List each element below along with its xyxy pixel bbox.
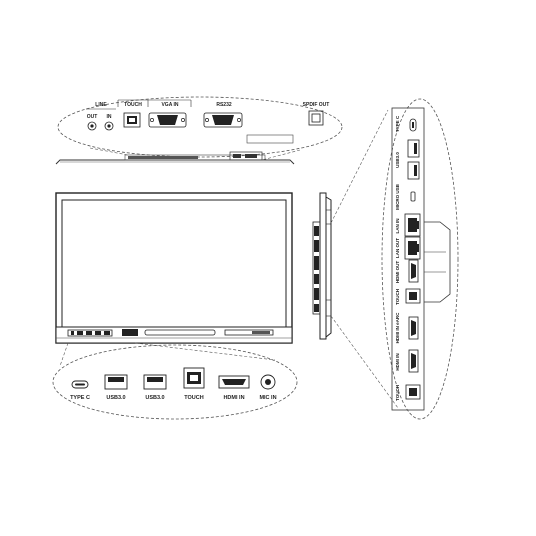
side-hdmi-in-label: HDMI IN	[395, 353, 400, 370]
top-usb-b-touch-icon	[123, 112, 141, 128]
vga-port-icon	[148, 112, 187, 128]
side-touch1-port-icon	[405, 288, 421, 304]
bottom-usb1-port-icon	[104, 374, 128, 390]
bottom-hdmi-label: HDMI IN	[223, 395, 244, 401]
side-lan-out-port-icon	[404, 236, 421, 260]
side-microusb-port-icon	[410, 191, 416, 202]
bottom-usb2-port-icon	[143, 374, 167, 390]
bottom-port-callout: TYPE C USB3.0 USB3.0 TOUCH HDMI IN	[52, 342, 298, 420]
line-label: LINE	[95, 102, 107, 108]
side-lan-in-label: LAN IN	[395, 219, 400, 234]
side-usb-label: USB3.0	[395, 152, 400, 168]
side-typec-port-icon	[409, 118, 417, 132]
side-microusb-label: MICRO USB	[395, 183, 400, 210]
side-lan-in-port-icon	[404, 213, 421, 237]
side-touch2-label: TOUCH	[395, 385, 400, 401]
spdif-port-icon	[308, 110, 324, 126]
bottom-mic-jack-icon	[260, 374, 276, 390]
side-typec-label: TYPE C	[395, 115, 400, 132]
side-usb-port-1-icon	[407, 139, 420, 158]
line-out-jack-icon	[87, 121, 97, 131]
bottom-hdmi-port-icon	[218, 375, 250, 389]
top-port-callout: LINE OUT IN TOUCH VGA IN	[57, 96, 343, 161]
monitor-top-view	[55, 151, 295, 165]
bottom-usb2-label: USB3.0	[145, 395, 164, 401]
line-in-label: IN	[107, 114, 112, 120]
side-hdmi-in-port-icon	[408, 349, 419, 373]
side-touch2-port-icon	[405, 384, 421, 400]
side-usb-port-2-icon	[407, 161, 420, 180]
bottom-usb-b-touch-icon	[183, 367, 205, 389]
vga-in-label: VGA IN	[161, 102, 178, 108]
bottom-typec-port-icon	[71, 380, 89, 389]
line-out-label: OUT	[87, 114, 98, 120]
label-plate	[246, 134, 294, 144]
side-port-callout: TYPE C USB3.0 MICRO USB LAN IN LAN OUT	[330, 98, 459, 420]
line-in-jack-icon	[104, 121, 114, 131]
monitor-front-view	[55, 192, 293, 344]
side-touch1-label: TOUCH	[395, 289, 400, 305]
side-lan-out-label: LAN OUT	[395, 238, 400, 258]
bottom-typec-label: TYPE C	[70, 395, 90, 401]
side-hdmi-arc-port-icon	[408, 316, 419, 340]
top-touch-label: TOUCH	[124, 102, 142, 108]
rs232-label: RS232	[216, 102, 232, 108]
side-hdmi-out-label: HDMI OUT	[395, 261, 400, 283]
bottom-mic-label: MIC IN	[259, 395, 276, 401]
rs232-port-icon	[203, 112, 243, 128]
spdif-out-label: SPDIF OUT	[303, 102, 330, 108]
bottom-usb1-label: USB3.0	[106, 395, 125, 401]
side-hdmi-out-port-icon	[408, 259, 419, 283]
side-hdmi-arc-label: HDMI IN eARC	[395, 312, 400, 344]
bottom-touch-label: TOUCH	[184, 395, 203, 401]
monitor-side-view	[312, 192, 332, 340]
